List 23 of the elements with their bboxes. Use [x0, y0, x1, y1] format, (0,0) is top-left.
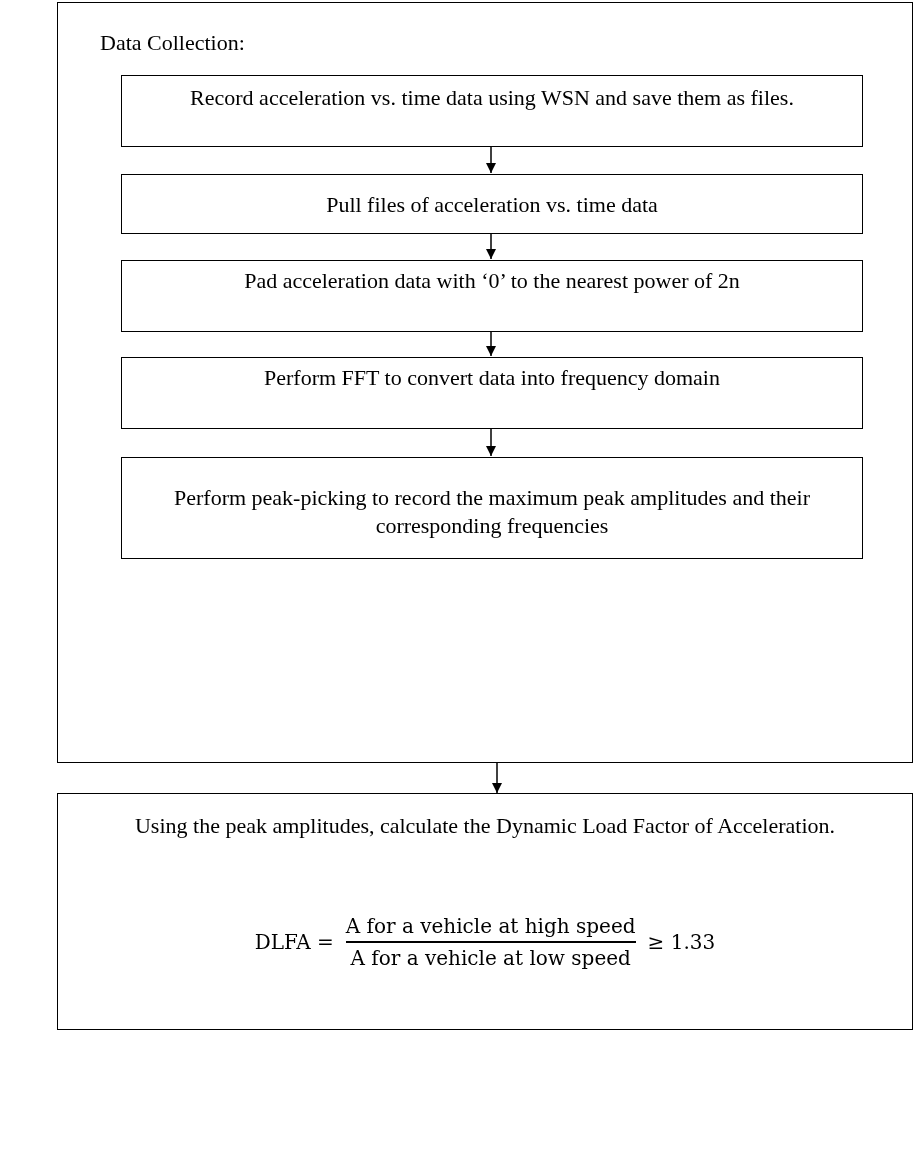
step-text: Perform FFT to convert data into frequency domain: [263, 364, 721, 392]
step-text: Pull files of acceleration vs. time data: [325, 191, 659, 219]
formula-numerator: A for a vehicle at high speed: [345, 914, 636, 938]
arrow: [486, 145, 496, 174]
group-panel: [57, 2, 913, 763]
step-text: Pad acceleration data with ‘0’ to the nearest power of 2n: [243, 267, 741, 295]
process-box: [121, 357, 863, 429]
formula-text: ≥ 1.33: [647, 929, 716, 954]
arrow: [486, 232, 496, 260]
arrow: [486, 427, 496, 457]
formula-text: DLFA =: [254, 929, 334, 954]
step-text: Using the peak amplitudes, calculate the Dynamic Load Factor of Acceleration.: [133, 812, 837, 840]
group-heading: Data Collection:: [100, 29, 245, 57]
step-text: Record acceleration vs. time data using WSN and save them as files.: [189, 84, 795, 112]
formula-denominator: A for a vehicle at low speed: [350, 945, 631, 970]
process-box: [121, 457, 863, 559]
process-box: [121, 174, 863, 234]
process-box: [121, 260, 863, 332]
arrow: [492, 762, 502, 794]
process-box: [57, 793, 913, 1030]
process-box: [121, 75, 863, 147]
arrow: [486, 330, 496, 357]
step-text: Perform peak-picking to record the maximum peak amplitudes and their corresponding frequencies: [173, 484, 811, 540]
